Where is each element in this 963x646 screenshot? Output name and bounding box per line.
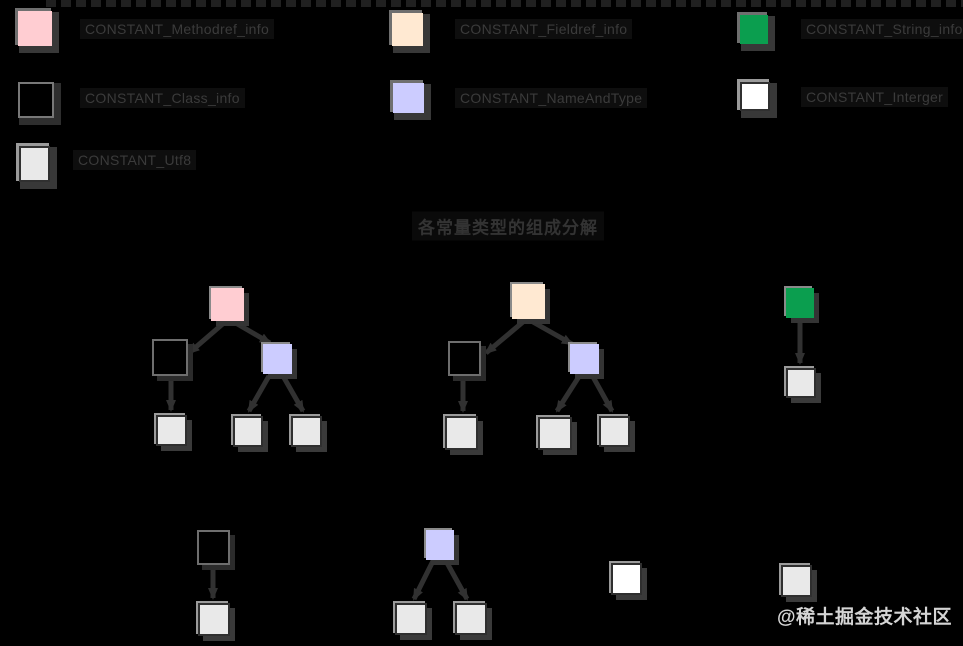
legend-label-methodref: CONSTANT_Methodref_info [80, 19, 275, 39]
node-utf8 [455, 603, 487, 635]
node-class [197, 530, 230, 565]
legend-label-string: CONSTANT_String_info [801, 19, 963, 39]
legend-swatch-nameandtype [393, 83, 424, 113]
node-utf8 [291, 416, 322, 447]
legend-label-fieldref: CONSTANT_Fieldref_info [455, 19, 633, 39]
tree-edge [246, 374, 272, 413]
tree-edge [531, 319, 574, 347]
node-utf8 [395, 603, 427, 635]
tree-edge [484, 320, 525, 355]
legend-label-class: CONSTANT_Class_info [80, 88, 245, 108]
node-utf8 [198, 603, 230, 636]
node-nameandtype [426, 530, 454, 560]
tree-edge [589, 373, 615, 413]
node-methodref [211, 288, 244, 321]
legend-swatch-integer [740, 82, 770, 111]
node-utf8 [445, 416, 478, 450]
node-nameandtype [570, 344, 599, 374]
node-class [448, 341, 481, 376]
node-integer [611, 563, 642, 595]
cropped-text-strip [46, 0, 963, 7]
node-utf8 [599, 416, 630, 447]
node-utf8 [156, 415, 187, 446]
legend-swatch-utf8 [19, 146, 50, 182]
node-utf8 [786, 368, 816, 398]
node-utf8 [233, 416, 263, 447]
tree-edge [443, 559, 470, 601]
tree-edge [232, 319, 272, 346]
node-nameandtype [263, 344, 292, 374]
watermark: @稀土掘金技术社区 [777, 607, 953, 628]
tree-edge [187, 320, 227, 355]
node-utf8 [781, 565, 812, 597]
legend-label-nameandtype: CONSTANT_NameAndType [455, 88, 648, 108]
legend-swatch-string [740, 15, 768, 44]
legend-label-integer: CONSTANT_Interger [801, 87, 949, 107]
legend-label-utf8: CONSTANT_Utf8 [73, 150, 197, 170]
legend-swatch-class [18, 82, 54, 118]
legend-swatch-fieldref [392, 13, 423, 46]
node-string [786, 288, 814, 318]
tree-edge [554, 373, 583, 413]
node-utf8 [538, 417, 572, 450]
node-fieldref [512, 284, 545, 319]
node-class [152, 339, 188, 376]
tree-edge [411, 559, 436, 601]
tree-edge [280, 374, 306, 413]
diagram-title: 各常量类型的组成分解 [412, 211, 604, 241]
legend-swatch-methodref [18, 11, 52, 46]
